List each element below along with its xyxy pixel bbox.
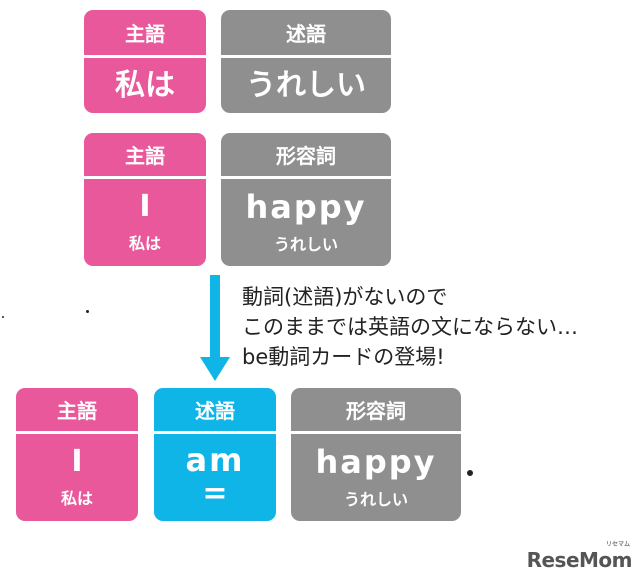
card-label: 述語	[286, 22, 326, 46]
card-main-text: I	[139, 188, 151, 224]
card-label: 形容詞	[346, 399, 406, 423]
card-subject-row1: 主語 私は	[84, 10, 206, 113]
card-divider	[291, 431, 461, 434]
note-line-3: be動詞カードの登場!	[242, 345, 445, 369]
card-label: 形容詞	[276, 144, 336, 168]
card-divider	[84, 176, 206, 179]
card-predicate-row1: 述語 うれしい	[221, 10, 391, 113]
note-line-2: このままでは英語の文にならない…	[242, 315, 578, 339]
card-adjective-row3: 形容詞 happy うれしい	[291, 388, 461, 521]
card-divider	[154, 431, 276, 434]
card-main-text: 私は	[115, 67, 175, 103]
explanation-note: 動詞(述語)がないので このままでは英語の文にならない… be動詞カードの登場!	[242, 282, 578, 372]
card-sub-text: うれしい	[343, 489, 408, 509]
down-arrow-icon	[200, 275, 230, 381]
card-sub-text: 私は	[128, 233, 161, 253]
card-sub-text: うれしい	[273, 234, 338, 254]
card-subject-row3: 主語 I 私は	[16, 388, 138, 521]
card-main-text: happy	[315, 442, 437, 481]
card-label: 主語	[125, 144, 165, 168]
card-main-text: I	[71, 443, 83, 479]
resemom-logo: ReseMom リセマム	[526, 541, 633, 572]
card-subject-row2: 主語 I 私は	[84, 133, 206, 266]
card-adjective-row2: 形容詞 happy うれしい	[221, 133, 391, 266]
note-line-1: 動詞(述語)がないので	[242, 285, 448, 309]
card-main-text: うれしい	[246, 67, 366, 103]
card-sub-text: 私は	[60, 488, 93, 508]
card-be-verb-row3: 述語 am =	[154, 388, 276, 521]
stray-dot	[86, 310, 89, 313]
card-label: 主語	[125, 22, 165, 46]
card-main-text: am	[185, 441, 245, 479]
card-label: 主語	[57, 399, 97, 423]
card-divider	[16, 431, 138, 434]
logo-kana: リセマム	[605, 541, 630, 548]
card-main-text: happy	[245, 187, 367, 226]
card-label: 述語	[195, 399, 235, 423]
period-dot	[467, 470, 473, 476]
card-divider	[84, 55, 206, 58]
stray-dot	[2, 316, 4, 318]
card-sub-text: =	[202, 476, 228, 511]
card-divider	[221, 55, 391, 58]
logo-text: ReseMom	[526, 548, 633, 572]
card-divider	[221, 176, 391, 179]
